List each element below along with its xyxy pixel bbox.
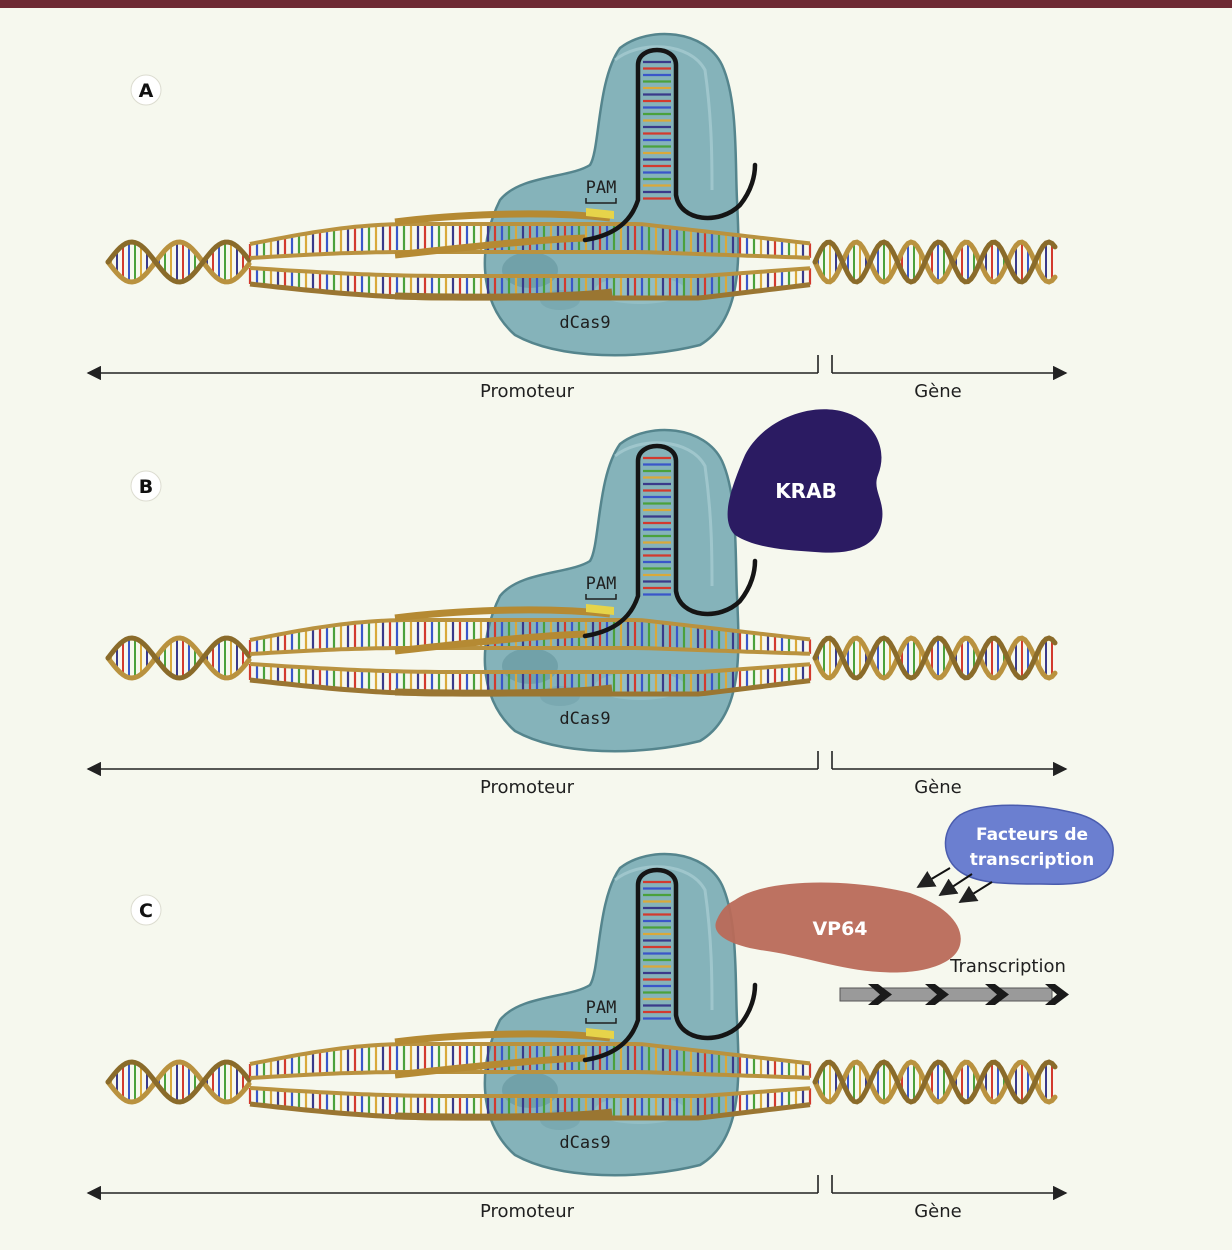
- transcription-factors-blob: Facteurs de transcription: [944, 804, 1114, 886]
- chevron-icon: [868, 984, 892, 1005]
- gene-label: Gène: [914, 381, 962, 402]
- dna-double-helix: [105, 604, 1058, 697]
- tf-label-line1: Facteurs de: [976, 825, 1088, 845]
- promoter-label: Promoteur: [480, 1201, 575, 1222]
- chevron-icon: [925, 984, 949, 1005]
- panel-letter: A: [139, 80, 154, 102]
- dna-double-helix: [105, 208, 1058, 301]
- pam-bracket: [585, 1018, 617, 1024]
- promoter-label: Promoteur: [480, 381, 575, 402]
- guide-rna: [582, 443, 758, 639]
- recruitment-arrow: [958, 881, 993, 903]
- panel-letter-badge: A: [130, 74, 162, 106]
- promoter-gene-axis: Promoteur Gène: [86, 1175, 1068, 1222]
- gene-label: Gène: [914, 777, 962, 798]
- pam-bracket: [585, 594, 617, 600]
- panel-letter-badge: C: [130, 894, 162, 926]
- promoter-gene-axis: Promoteur Gène: [86, 751, 1068, 798]
- promoter-label: Promoteur: [480, 777, 575, 798]
- recruitment-arrows: [916, 867, 993, 903]
- dcas9-label: dCas9: [559, 709, 610, 729]
- panel-letter: C: [139, 900, 153, 922]
- promoter-gene-axis: Promoteur Gène: [86, 355, 1068, 402]
- recruitment-arrow: [916, 867, 951, 888]
- dcas9-label: dCas9: [559, 1133, 610, 1153]
- pam-bracket: [585, 198, 617, 204]
- transcription-arrow: [839, 984, 1069, 1005]
- pam-site: [586, 208, 614, 219]
- pam-site: [586, 604, 614, 615]
- transcription-label: Transcription: [949, 956, 1066, 977]
- pam-label: PAM: [586, 574, 617, 594]
- guide-rna: [582, 47, 758, 243]
- krab-label: KRAB: [775, 479, 837, 503]
- pam-label: PAM: [586, 178, 617, 198]
- panel-letter-badge: B: [130, 470, 162, 502]
- krab-domain: KRAB: [727, 409, 883, 553]
- chevron-icon: [985, 984, 1009, 1005]
- pam-label: PAM: [586, 998, 617, 1018]
- dna-double-helix: [105, 1028, 1058, 1121]
- tf-label-line2: transcription: [970, 850, 1094, 870]
- panel-letter: B: [139, 476, 153, 498]
- chevron-icon: [1045, 984, 1069, 1005]
- vp64-label: VP64: [812, 918, 867, 940]
- recruitment-arrow: [938, 873, 973, 896]
- top-border: [0, 0, 1232, 8]
- guide-rna: [582, 867, 758, 1063]
- dcas9-label: dCas9: [559, 313, 610, 333]
- pam-site: [586, 1028, 614, 1039]
- gene-label: Gène: [914, 1201, 962, 1222]
- vp64-domain: VP64: [715, 882, 961, 973]
